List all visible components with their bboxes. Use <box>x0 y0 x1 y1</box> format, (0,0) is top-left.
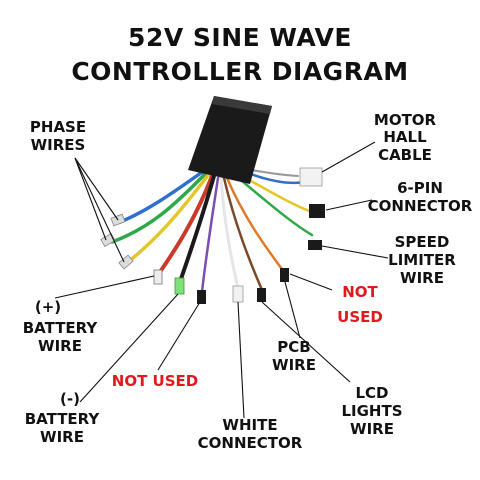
title-line-2: CONTROLLER DIAGRAM <box>71 57 408 86</box>
controller-box <box>188 96 272 184</box>
wire-brown <box>222 176 264 292</box>
label-speed-limiter-3: WIRE <box>400 269 444 287</box>
wire-purple <box>200 176 220 294</box>
pointer-lcd-lights <box>261 301 351 383</box>
pointer-not-used-right <box>289 273 333 291</box>
label-pcb-1: PCB <box>277 338 310 356</box>
label-battery-negative-3: WIRE <box>40 428 84 446</box>
white-connector <box>232 285 244 303</box>
label-battery-positive-2: BATTERY <box>23 319 99 337</box>
pointer-pcb <box>284 281 301 339</box>
phase-wire-green <box>110 170 209 244</box>
speed-limiter-connector <box>308 240 322 250</box>
motor-hall-connector <box>299 167 323 187</box>
label-motor-hall-2: HALL <box>383 128 427 146</box>
pointer-phase-3 <box>74 157 125 263</box>
lcd-lights-connector <box>257 288 266 302</box>
label-motor-hall-3: CABLE <box>378 146 432 164</box>
label-not-used-left: NOT USED <box>112 372 198 390</box>
label-battery-negative-2: BATTERY <box>25 410 101 428</box>
wire-orange <box>225 176 286 274</box>
pcb-connector <box>280 268 289 282</box>
phase-wire-yellow <box>126 172 211 264</box>
label-not-used-right-1: NOT <box>342 283 378 301</box>
controller-body <box>188 96 272 184</box>
label-lcd-lights-1: LCD <box>355 384 388 402</box>
battery-positive-terminal <box>153 269 163 285</box>
pointer-motor-hall <box>321 141 376 173</box>
wire-green-right <box>234 174 314 237</box>
label-speed-limiter-1: SPEED <box>395 233 450 251</box>
battery-positive-wire <box>158 174 214 274</box>
wire-white <box>219 176 240 290</box>
pointer-six-pin <box>325 199 373 211</box>
labels: PHASE WIRES MOTOR HALL CABLE 6-PIN CONNE… <box>23 111 473 452</box>
label-six-pin-1: 6-PIN <box>397 179 443 197</box>
connectors <box>100 167 325 304</box>
label-lcd-lights-3: WIRE <box>350 420 394 438</box>
phase-wire-blue <box>118 168 207 224</box>
label-six-pin-2: CONNECTOR <box>368 197 473 215</box>
pointer-speed-limiter <box>321 245 389 259</box>
controller-top-edge <box>212 96 272 114</box>
six-pin-connector <box>309 204 325 218</box>
pointer-white-connector <box>237 301 245 419</box>
label-lcd-lights-2: LIGHTS <box>341 402 402 420</box>
label-pcb-2: WIRE <box>272 356 316 374</box>
pointer-battery-positive <box>54 275 155 299</box>
pointer-phase-1 <box>74 157 119 221</box>
phase-terminal-3 <box>118 254 134 270</box>
pointer-battery-negative <box>79 293 179 403</box>
label-white-connector-2: CONNECTOR <box>198 434 303 452</box>
label-phase-wires-1: PHASE <box>30 118 86 136</box>
label-speed-limiter-2: LIMITER <box>388 251 456 269</box>
label-white-connector-1: WHITE <box>222 416 277 434</box>
label-not-used-right-2: USED <box>337 308 383 326</box>
label-phase-wires-2: WIRES <box>31 136 86 154</box>
battery-negative-terminal <box>174 277 185 295</box>
battery-negative-wire <box>178 174 216 284</box>
label-battery-positive-3: WIRE <box>38 337 82 355</box>
title-line-1: 52V SINE WAVE <box>128 23 352 52</box>
pointer-not-used-left <box>157 301 201 371</box>
pointer-lines <box>54 141 389 419</box>
not-used-connector-left <box>197 290 206 304</box>
label-battery-negative-1: (-) <box>60 390 80 408</box>
label-motor-hall-1: MOTOR <box>374 111 437 129</box>
pointer-phase-2 <box>74 157 107 241</box>
label-battery-positive-1: (+) <box>35 298 61 316</box>
